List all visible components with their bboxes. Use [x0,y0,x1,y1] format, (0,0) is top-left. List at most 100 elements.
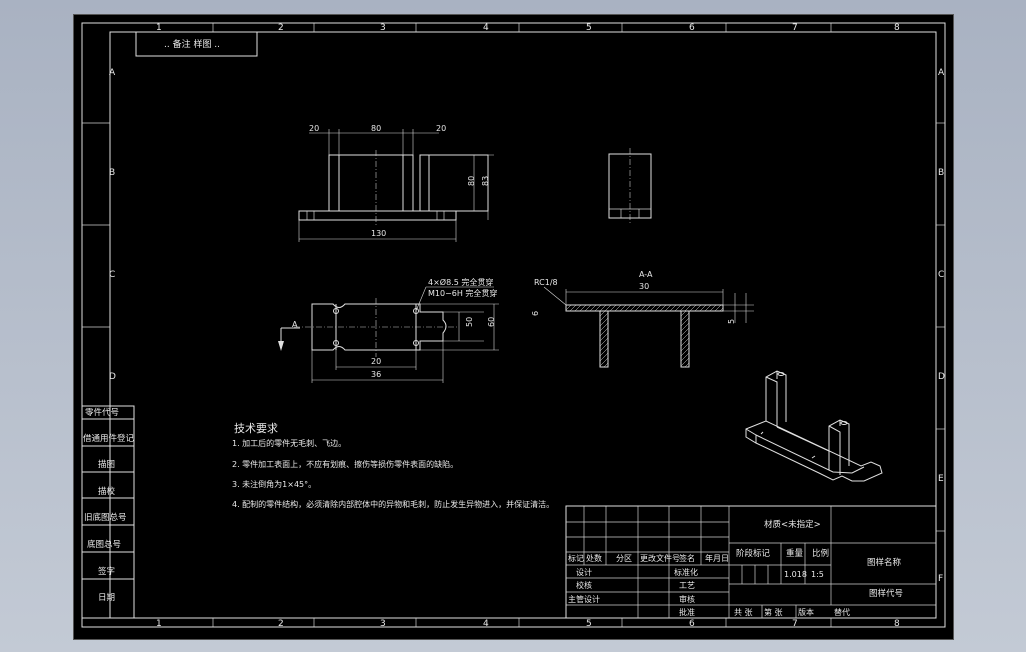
hatch-line [674,304,682,312]
hatch-line [624,304,632,312]
tb-drawing-name: 图样名称 [867,557,902,568]
hatch-line [704,304,712,312]
hatch-line [714,304,722,312]
zone-label-left: A [109,68,116,78]
hatch-line [680,332,690,342]
hatch-line [680,322,690,332]
hatch-line [680,342,690,352]
section-hatching [565,304,724,368]
hatch-line [599,337,609,347]
hatch-line [599,312,609,322]
zone-label-bottom: 1 [156,619,162,629]
dim-front-middle: 80 [371,124,381,133]
tb-rev-header: 标记 [568,553,584,563]
hatch-line [680,310,687,317]
tb-scale-value: 1:5 [811,570,824,579]
zone-label-right: C [938,270,944,280]
hatch-line [644,304,652,312]
hatch-line [680,327,690,337]
hatch-line [659,304,667,312]
hatch-line [669,304,677,312]
hatch-line [680,337,690,347]
zone-label-bottom: 7 [792,619,798,629]
zone-label-bottom: 3 [380,619,386,629]
tech-req-item: 1. 加工后的零件无毛刺、飞边。 [232,438,346,448]
hole-callout-1: 4×Ø8.5 完全贯穿 [428,277,493,287]
tb-role: 校核 [576,580,592,590]
tech-req-item: 4. 配制的零件结构，必须清除内部腔体中的异物和毛刺，防止发生异物进入，并保证清… [232,499,554,509]
hatch-line [599,342,609,352]
tb-material: 材质<未指定> [764,519,821,530]
hatch-line [565,304,572,311]
tb-version: 版本 [798,607,814,617]
dim-plan-inner: 20 [371,357,381,366]
section-top-dim: 30 [639,282,649,291]
hatch-line [680,312,690,322]
zone-label-top: 3 [380,23,386,33]
zone-label-bottom: 4 [483,619,489,629]
side-view [608,148,652,224]
tb-drawing-number: 图样代号 [869,588,903,599]
dim-front-bottom: 130 [371,229,386,238]
zone-label-bottom: 8 [894,619,900,629]
tb-role: 批准 [679,607,695,617]
section-view: A-A 30 RC1/8 6 5 [531,270,754,368]
left-strip-item: 签字 [98,566,115,577]
tb-rev-header: 分区 [616,554,632,563]
hatch-line [599,347,609,357]
tb-weight-value: 1.018 [784,570,807,579]
tb-stage-label: 阶段标记 [736,548,771,559]
left-strip-item: 旧底图总号 [84,512,127,523]
hatch-line [599,352,609,362]
hatch-line [719,307,724,312]
tb-role: 主管设计 [568,594,600,604]
hatch-line [680,357,690,367]
zone-label-bottom: 2 [278,619,284,629]
section-chamfer: RC1/8 [534,278,558,287]
dim-plan-outer: 36 [371,370,381,379]
zone-label-top: 8 [894,23,900,33]
hatch-line [654,304,662,312]
tb-role: 工艺 [679,581,695,590]
tb-weight-label: 重量 [786,548,804,559]
top-note-box [135,31,258,57]
hatch-line [599,327,609,337]
zone-label-top: 6 [689,23,695,33]
tb-role: 设计 [576,567,592,577]
inner-frame [109,31,937,619]
hatch-line [614,304,622,312]
tb-scale-label: 比例 [812,548,829,559]
front-view: 20 80 20 130 80 83 [298,124,494,242]
tb-role: 标准化 [674,567,698,577]
tech-req-item: 2. 零件加工表面上，不应有划痕、擦伤等损伤零件表面的缺陷。 [232,459,458,469]
section-title: A-A [639,270,653,279]
tech-requirements: 技术要求 1. 加工后的零件无毛刺、飞边。 2. 零件加工表面上，不应有划痕、擦… [232,422,554,509]
hatch-line [599,304,607,312]
tb-role: 审核 [679,594,695,604]
hatch-line [689,304,697,312]
left-strip-item: 日期 [98,593,115,603]
hole-callout-2: M10−6H 完全贯穿 [428,288,497,298]
hatch-line [680,352,690,362]
left-strip-item: 底图总号 [87,539,121,550]
isometric-view [745,370,883,482]
tb-sheet-num: 第 张 [764,607,783,617]
hatch-line [694,304,702,312]
tb-rev-header: 签名 [679,553,695,563]
dim-plan-right2: 60 [487,317,496,327]
hatch-line [594,304,602,312]
dim-front-right: 20 [436,124,446,133]
zone-label-top: 5 [586,23,592,33]
hatch-line [599,357,609,367]
hatch-line [619,304,627,312]
hatch-line [603,362,609,368]
zone-label-right: A [938,68,945,78]
dim-front-height-outer: 83 [481,176,490,186]
title-block: 材质<未指定> 图样名称 图样代号 阶段标记 重量 比例 1.018 1:5 标… [565,505,937,619]
hatch-line [599,310,606,317]
